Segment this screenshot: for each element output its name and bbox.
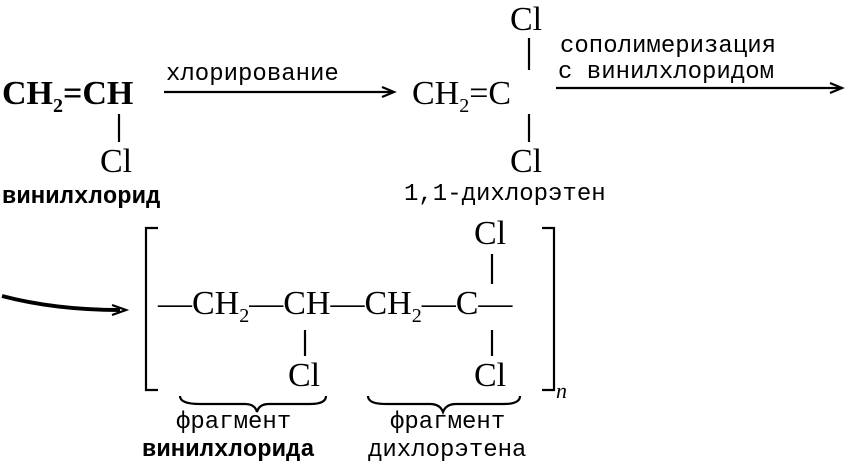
- chlorination-arrow: хлорирование: [164, 61, 397, 99]
- polymer-left-bracket: [144, 226, 158, 392]
- continuation-arrow: [1, 294, 130, 317]
- copolymerization-arrow: сополимеризация с винилхлоридом: [556, 33, 845, 95]
- fragment1-label-line1: фрагмент: [176, 409, 291, 436]
- fragment2-label-line2: дихлорэтена: [368, 437, 526, 464]
- polymer-repeat-index: n: [556, 378, 567, 403]
- vinyl-chloride-formula: CH2=CH: [2, 75, 133, 117]
- vinyl-chloride-name: винилхлорид: [2, 184, 160, 211]
- polymer-cl-vc: Cl: [288, 357, 320, 394]
- copolymerization-label-line1: сополимеризация: [560, 33, 776, 60]
- continuation-arrow-head: [111, 303, 130, 317]
- copolymerization-arrow-head: [829, 81, 845, 95]
- polymer-cl-bottom: Cl: [474, 357, 506, 394]
- dichloroethene-cl-bottom: Cl: [510, 143, 542, 180]
- dichloroethene-formula: CH2=C: [412, 75, 511, 117]
- dichloroethene-structure: Cl CH2=C Cl 1,1-дихлорэтен: [404, 1, 606, 208]
- vinyl-chloride-fragment-brace: [178, 395, 328, 413]
- polymer-main-chain: —CH2—CH—CH2—C—: [157, 285, 513, 327]
- vinyl-chloride-cl: Cl: [100, 143, 132, 180]
- polymer-cl-top: Cl: [474, 215, 506, 252]
- fragment2-label-line1: фрагмент: [390, 409, 505, 436]
- chlorination-arrow-head: [381, 85, 397, 99]
- polymer-right-bracket: [542, 226, 556, 392]
- dichloroethene-name: 1,1-дихлорэтен: [404, 181, 606, 208]
- chlorination-label: хлорирование: [166, 61, 339, 88]
- fragment1-label-line2: винилхлорида: [142, 437, 315, 464]
- continuation-arrow-shaft: [1, 294, 121, 312]
- dichloroethene-fragment-brace: [366, 395, 522, 416]
- polymer-chain: —CH2—CH—CH2—C— Cl Cl Cl: [157, 215, 513, 394]
- copolymerization-label-line2: с винилхлоридом: [558, 59, 774, 86]
- vinyl-chloride-structure: CH2=CH Cl винилхлорид: [2, 75, 160, 211]
- dichloroethene-cl-top: Cl: [510, 1, 542, 38]
